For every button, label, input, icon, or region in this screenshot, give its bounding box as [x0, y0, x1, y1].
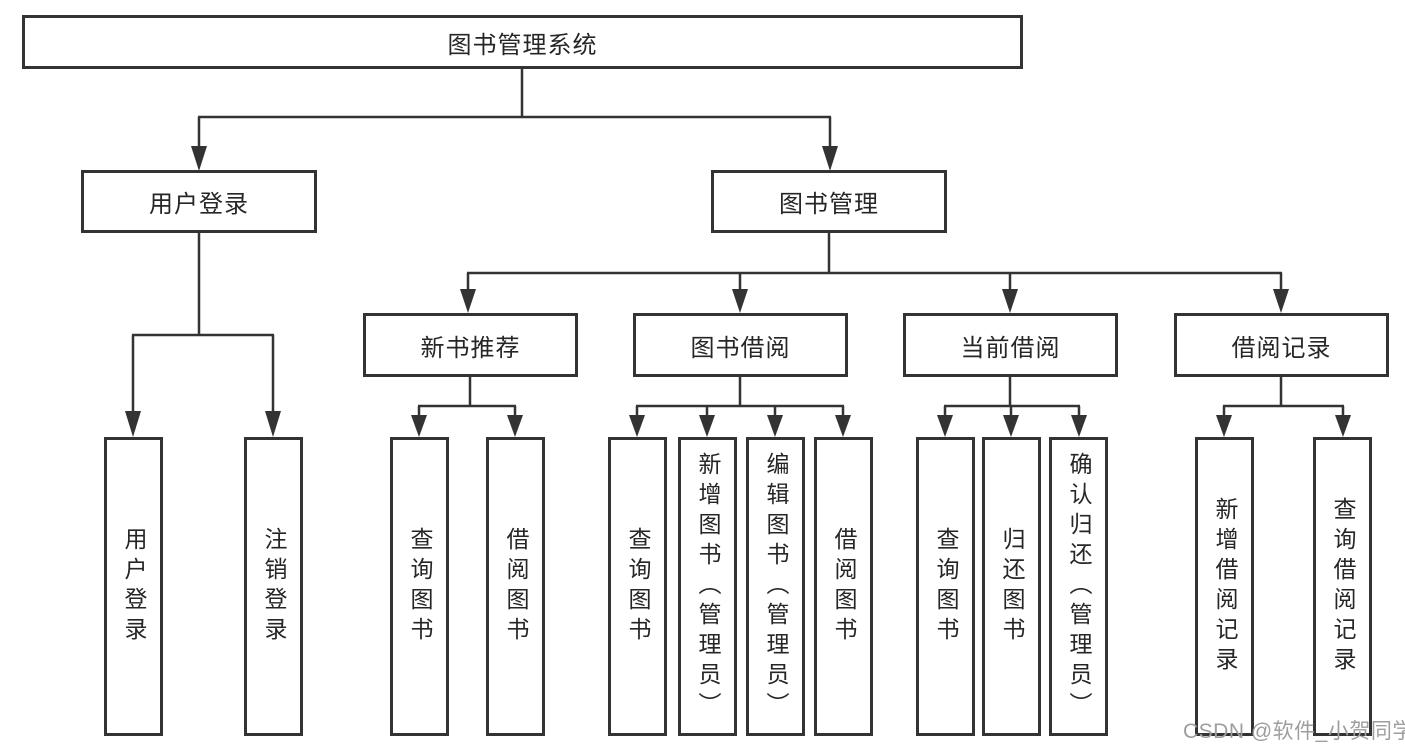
node-logout: 注销登录	[244, 437, 303, 736]
node-root: 图书管理系统	[22, 15, 1023, 69]
node-return-books: 归还图书	[982, 437, 1041, 736]
connector-root	[197, 68, 832, 148]
node-query-books-recommend: 查询图书	[390, 437, 449, 736]
node-query-books-borrow: 查询图书	[608, 437, 667, 736]
node-query-books-current: 查询图书	[916, 437, 975, 736]
arrowheads-new-book-recommend	[411, 415, 523, 437]
node-return-books-label: 归还图书	[999, 526, 1025, 647]
node-add-books-admin-label: 新增图书（管理员）	[695, 451, 721, 722]
node-query-books-recommend-label: 查询图书	[407, 526, 433, 647]
node-confirm-return-admin: 确认归还（管理员）	[1049, 437, 1108, 736]
node-book-borrow-label: 图书借阅	[690, 334, 791, 362]
arrowheads-root	[191, 146, 838, 171]
node-borrow-records: 借阅记录	[1174, 313, 1389, 377]
node-book-borrow: 图书借阅	[633, 313, 848, 377]
node-user-login: 用户登录	[104, 437, 163, 736]
connector-borrow-records	[1222, 377, 1345, 417]
node-edit-books-admin-label: 编辑图书（管理员）	[763, 451, 789, 722]
arrowheads-book-borrow	[629, 415, 851, 437]
connector-book-borrow	[635, 377, 845, 417]
connector-book-management	[466, 233, 1283, 291]
node-user-login-group: 用户登录	[81, 170, 317, 233]
node-borrow-books-label: 借阅图书	[831, 526, 857, 647]
node-user-login-label: 用户登录	[121, 526, 147, 647]
node-logout-label: 注销登录	[261, 526, 287, 647]
node-book-management-label: 图书管理	[779, 191, 879, 218]
watermark: CSDN @软件_小贺同学	[1183, 720, 1405, 743]
node-borrow-books-recommend: 借阅图书	[486, 437, 545, 736]
node-current-borrow: 当前借阅	[903, 313, 1118, 377]
node-query-borrow-record: 查询借阅记录	[1313, 437, 1372, 736]
node-borrow-books-recommend-label: 借阅图书	[503, 526, 529, 647]
arrowheads-current-borrow	[937, 415, 1087, 437]
connector-new-book-recommend	[417, 377, 517, 417]
node-current-borrow-label: 当前借阅	[960, 334, 1061, 362]
node-user-login-group-label: 用户登录	[149, 191, 249, 218]
connector-current-borrow	[943, 377, 1081, 417]
node-query-borrow-record-label: 查询借阅记录	[1330, 496, 1356, 677]
node-add-borrow-record: 新增借阅记录	[1195, 437, 1254, 736]
node-root-label: 图书管理系统	[447, 31, 598, 59]
node-borrow-records-label: 借阅记录	[1231, 334, 1332, 362]
node-confirm-return-admin-label: 确认归还（管理员）	[1066, 451, 1092, 722]
node-query-books-borrow-label: 查询图书	[625, 526, 651, 647]
node-add-borrow-record-label: 新增借阅记录	[1212, 496, 1238, 677]
node-query-books-current-label: 查询图书	[933, 526, 959, 647]
node-edit-books-admin: 编辑图书（管理员）	[746, 437, 805, 736]
arrowheads-user-login	[125, 411, 281, 437]
arrowheads-borrow-records	[1216, 415, 1351, 437]
node-borrow-books: 借阅图书	[814, 437, 873, 736]
node-book-management: 图书管理	[711, 170, 947, 233]
node-add-books-admin: 新增图书（管理员）	[678, 437, 737, 736]
node-new-book-recommend-label: 新书推荐	[420, 334, 521, 362]
node-new-book-recommend: 新书推荐	[363, 313, 578, 377]
connector-user-login	[131, 233, 275, 413]
arrowheads-book-management	[460, 289, 1289, 313]
